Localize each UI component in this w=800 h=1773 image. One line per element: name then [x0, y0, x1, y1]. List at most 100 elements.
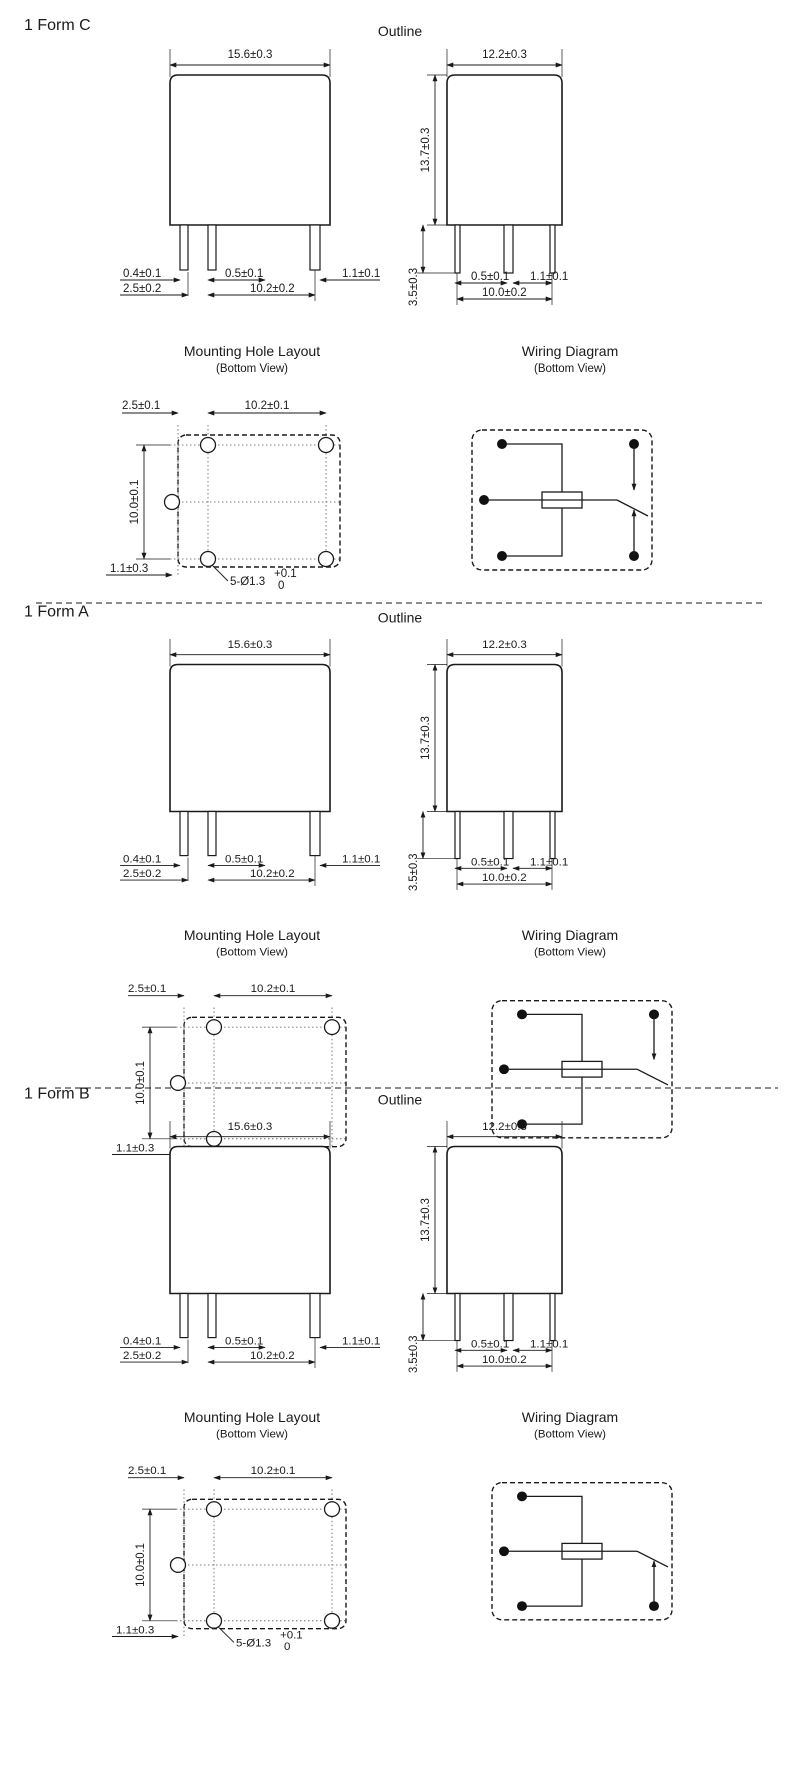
- mount-outline: [177, 434, 341, 568]
- side-pin: [454, 1292, 461, 1342]
- mount-hole: [317, 550, 335, 568]
- outline-title: Outline: [378, 1091, 423, 1107]
- section-title: 1 Form C: [24, 17, 91, 34]
- mount-left-offset-label: 2.5±0.1: [128, 1465, 166, 1477]
- front-pin: [207, 224, 217, 271]
- mount-hole: [205, 1130, 223, 1147]
- front-view: 15.6±0.30.4±0.12.5±0.20.5±0.110.2±0.21.1…: [120, 1121, 380, 1368]
- side-relay-body: [446, 1145, 563, 1295]
- front-pin: [179, 1292, 189, 1339]
- coil-wire: [522, 1495, 583, 1544]
- mount-span-label: 10.2±0.1: [251, 1465, 296, 1477]
- mount-hole: [169, 1074, 187, 1091]
- front-relay-body: [169, 1145, 331, 1295]
- switch-arm: [636, 1550, 669, 1568]
- mounting-title: Mounting Hole Layout: [184, 927, 320, 943]
- mounting-hole-layout: 2.5±0.110.2±0.110.0±0.11.1±0.35-Ø1.3+0.1…: [112, 983, 347, 1171]
- wiring-diagram: [491, 1481, 673, 1621]
- side-pin-right-label: 1.1±0.1: [530, 271, 568, 283]
- mount-left-offset-label: 2.5±0.1: [128, 983, 166, 995]
- mount-hole: [323, 1501, 341, 1518]
- side-width-label: 12.2±0.3: [482, 1121, 527, 1133]
- side-pin-right-label: 1.1±0.1: [530, 856, 568, 868]
- outline-title: Outline: [378, 23, 423, 39]
- common-terminal: [499, 1546, 509, 1557]
- front-width-label: 15.6±0.3: [228, 639, 273, 651]
- side-width-label: 12.2±0.3: [482, 49, 527, 61]
- side-relay-body: [446, 663, 563, 813]
- side-pin-span-label: 10.0±0.2: [482, 1354, 527, 1366]
- front-pin: [309, 810, 321, 857]
- front-pin-offset-label: 2.5±0.2: [123, 868, 161, 880]
- mount-hole: [317, 436, 335, 454]
- side-pinlen-label: 3.5±0.3: [408, 1336, 420, 1373]
- mount-hole: [169, 1556, 187, 1573]
- mount-hole: [163, 493, 181, 511]
- side-pin: [549, 224, 556, 274]
- mount-hole: [205, 1501, 223, 1518]
- coil-wire: [522, 1013, 583, 1062]
- coil-wire: [522, 1559, 583, 1607]
- front-pin: [179, 810, 189, 857]
- mount-bottom-offset-label: 1.1±0.3: [116, 1143, 154, 1155]
- mount-outline: [183, 1498, 347, 1630]
- front-pin: [309, 1292, 321, 1339]
- side-relay-body: [446, 74, 563, 226]
- side-pin-span-label: 10.0±0.2: [482, 287, 527, 299]
- front-pin-span-label: 10.2±0.2: [250, 1350, 295, 1362]
- front-width-label: 15.6±0.3: [228, 49, 273, 61]
- side-pin: [454, 810, 461, 860]
- mount-span-label: 10.2±0.1: [251, 983, 296, 995]
- wiring-subtitle: (Bottom View): [534, 363, 606, 375]
- wiring-outline: [491, 1481, 673, 1621]
- mount-hole: [199, 436, 217, 454]
- front-relay-body: [169, 74, 331, 226]
- front-pin: [309, 224, 321, 271]
- mount-hole: [323, 1612, 341, 1629]
- side-height-label: 13.7±0.3: [420, 128, 432, 173]
- switch-arm: [616, 499, 649, 517]
- front-pin-gap-label: 0.5±0.1: [225, 854, 263, 866]
- front-pin: [179, 224, 189, 271]
- mount-hole-tol-minus: 0: [278, 580, 284, 592]
- mount-bottom-offset-label: 1.1±0.3: [110, 563, 148, 575]
- front-pin-width-label: 0.4±0.1: [123, 854, 161, 866]
- no-terminal: [649, 1009, 659, 1020]
- side-pin: [503, 1292, 514, 1342]
- coil-terminal: [517, 1491, 527, 1502]
- section-title: 1 Form A: [24, 604, 89, 621]
- coil-terminal: [517, 1601, 527, 1612]
- section-form-a: 1 Form A Outline 15.6±0.3 0.4±0.1 2.5±0.2 0.5…: [24, 604, 673, 1171]
- side-pin-gap-label: 0.5±0.1: [471, 1338, 509, 1350]
- mount-bottom-offset-label: 1.1±0.3: [116, 1625, 154, 1637]
- front-pin-right-label: 1.1±0.1: [342, 854, 380, 866]
- common-terminal: [479, 495, 489, 505]
- mount-hole: [199, 550, 217, 568]
- mounting-title: Mounting Hole Layout: [184, 1409, 320, 1425]
- front-pin-span-label: 10.2±0.2: [250, 283, 295, 295]
- front-relay-body: [169, 663, 331, 813]
- front-pin-offset-label: 2.5±0.2: [123, 283, 161, 295]
- wiring-subtitle: (Bottom View): [534, 1429, 606, 1441]
- side-height-label: 13.7±0.3: [420, 1198, 432, 1242]
- mount-hole-label: 5-Ø1.3: [236, 1637, 271, 1649]
- wiring-diagram: [471, 429, 653, 571]
- side-height-label: 13.7±0.3: [420, 716, 432, 760]
- wiring-subtitle: (Bottom View): [534, 947, 606, 959]
- mount-hole-leader: [211, 564, 229, 582]
- mount-outline: [183, 1016, 347, 1148]
- coil-terminal: [497, 551, 507, 561]
- side-pin: [503, 224, 514, 274]
- mounting-subtitle: (Bottom View): [216, 363, 288, 375]
- wiring-outline: [471, 429, 653, 571]
- mount-left-offset-label: 2.5±0.1: [122, 400, 160, 412]
- wiring-title: Wiring Diagram: [522, 1409, 618, 1425]
- front-pin-width-label: 0.4±0.1: [123, 1336, 161, 1348]
